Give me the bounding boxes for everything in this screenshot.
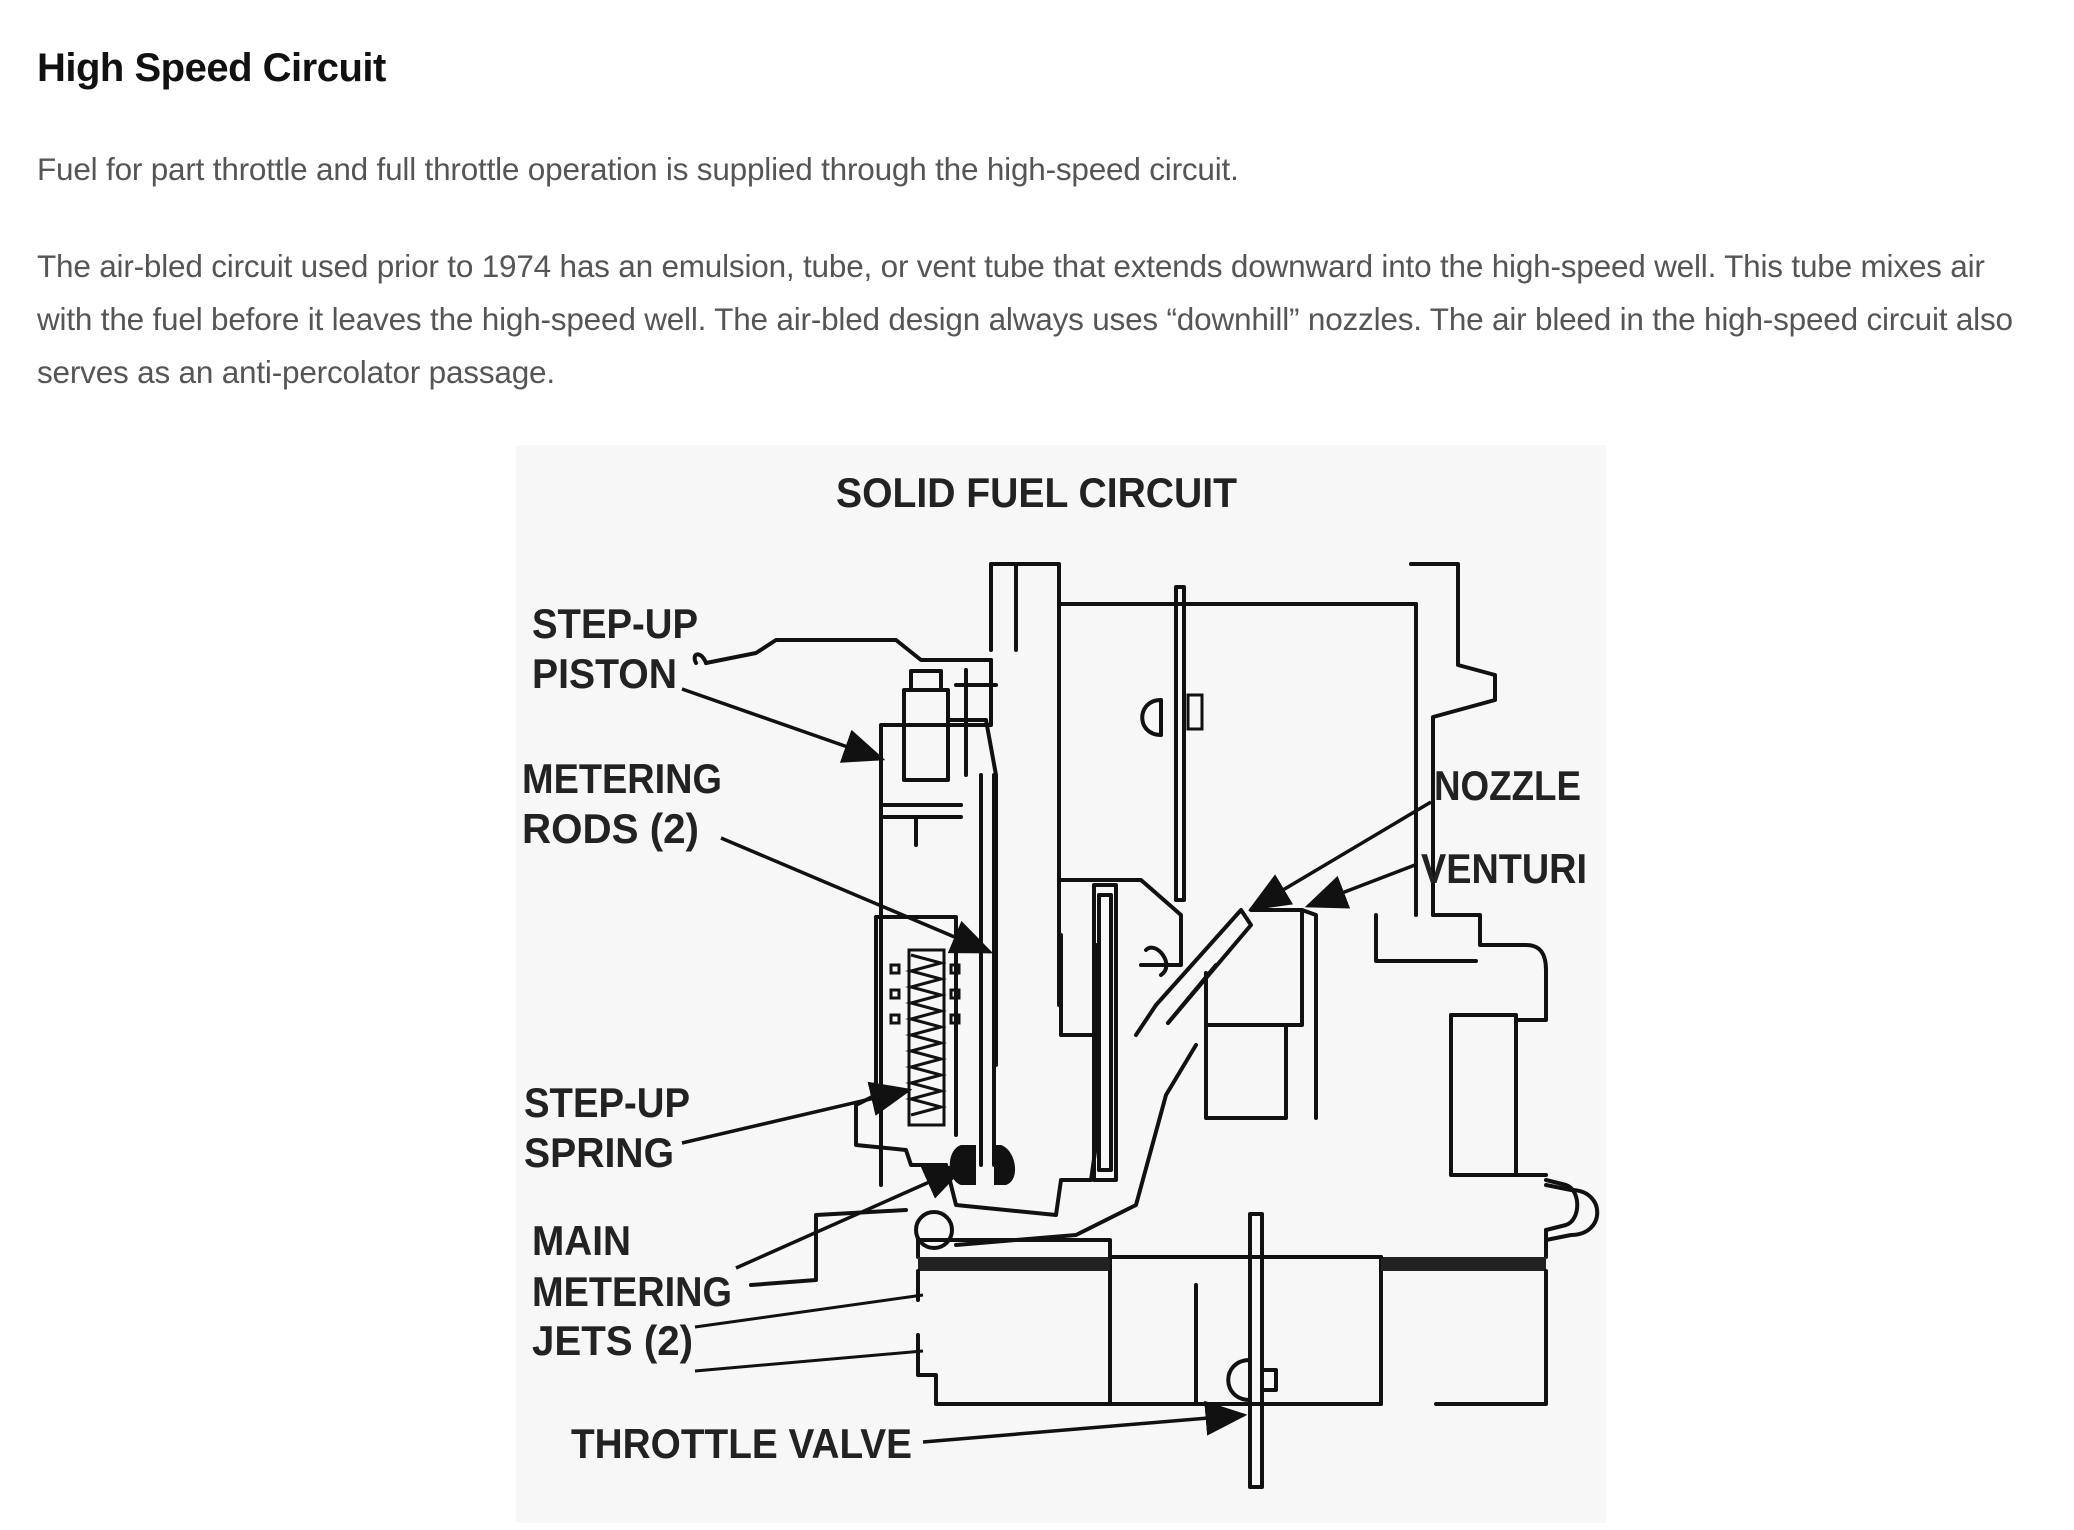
label-text: RODS (2) [522, 805, 699, 852]
leader-arrow [1304, 863, 1416, 909]
carburetor-body-drawing [692, 562, 1600, 1489]
leader-arrow [681, 687, 886, 763]
leader-arrow [1247, 800, 1432, 911]
label-throttle-valve: THROTTLE VALVE [571, 1400, 1248, 1467]
paragraph-intro: Fuel for part throttle and full throttle… [37, 151, 1239, 187]
label-text: PISTON [532, 650, 677, 697]
section-heading: High Speed Circuit [37, 46, 386, 90]
label-text: THROTTLE VALVE [571, 1420, 912, 1467]
label-text: STEP-UP [524, 1079, 690, 1126]
label-nozzle: NOZZLE [1247, 762, 1581, 911]
carburetor-diagram: SOLID FUEL CIRCUIT [516, 445, 1606, 1523]
label-text: METERING [522, 755, 722, 802]
label-step-up-piston: STEP-UP PISTON [532, 600, 886, 763]
label-main-metering-jets: MAIN METERING JETS (2) [532, 1165, 967, 1373]
label-text: METERING [532, 1268, 732, 1315]
leader-arrow [735, 1165, 967, 1270]
label-text: STEP-UP [532, 600, 698, 647]
label-venturi: VENTURI [1304, 845, 1587, 909]
label-metering-rods: METERING RODS (2) [522, 755, 994, 954]
leader-arrow [922, 1400, 1248, 1444]
label-text: MAIN [532, 1217, 631, 1264]
paragraph-air-bled: The air-bled circuit used prior to 1974 … [37, 248, 2013, 390]
label-text: VENTURI [1421, 845, 1587, 892]
label-text: NOZZLE [1434, 762, 1581, 809]
diagram-canvas: SOLID FUEL CIRCUIT [522, 469, 1600, 1489]
leader-arrow [681, 1081, 913, 1145]
label-step-up-spring: STEP-UP SPRING [524, 1079, 913, 1176]
diagram-title: SOLID FUEL CIRCUIT [836, 469, 1237, 516]
leader-line [694, 1293, 924, 1373]
label-text: JETS (2) [532, 1317, 693, 1364]
label-text: SPRING [524, 1129, 674, 1176]
leader-arrow [720, 836, 994, 954]
